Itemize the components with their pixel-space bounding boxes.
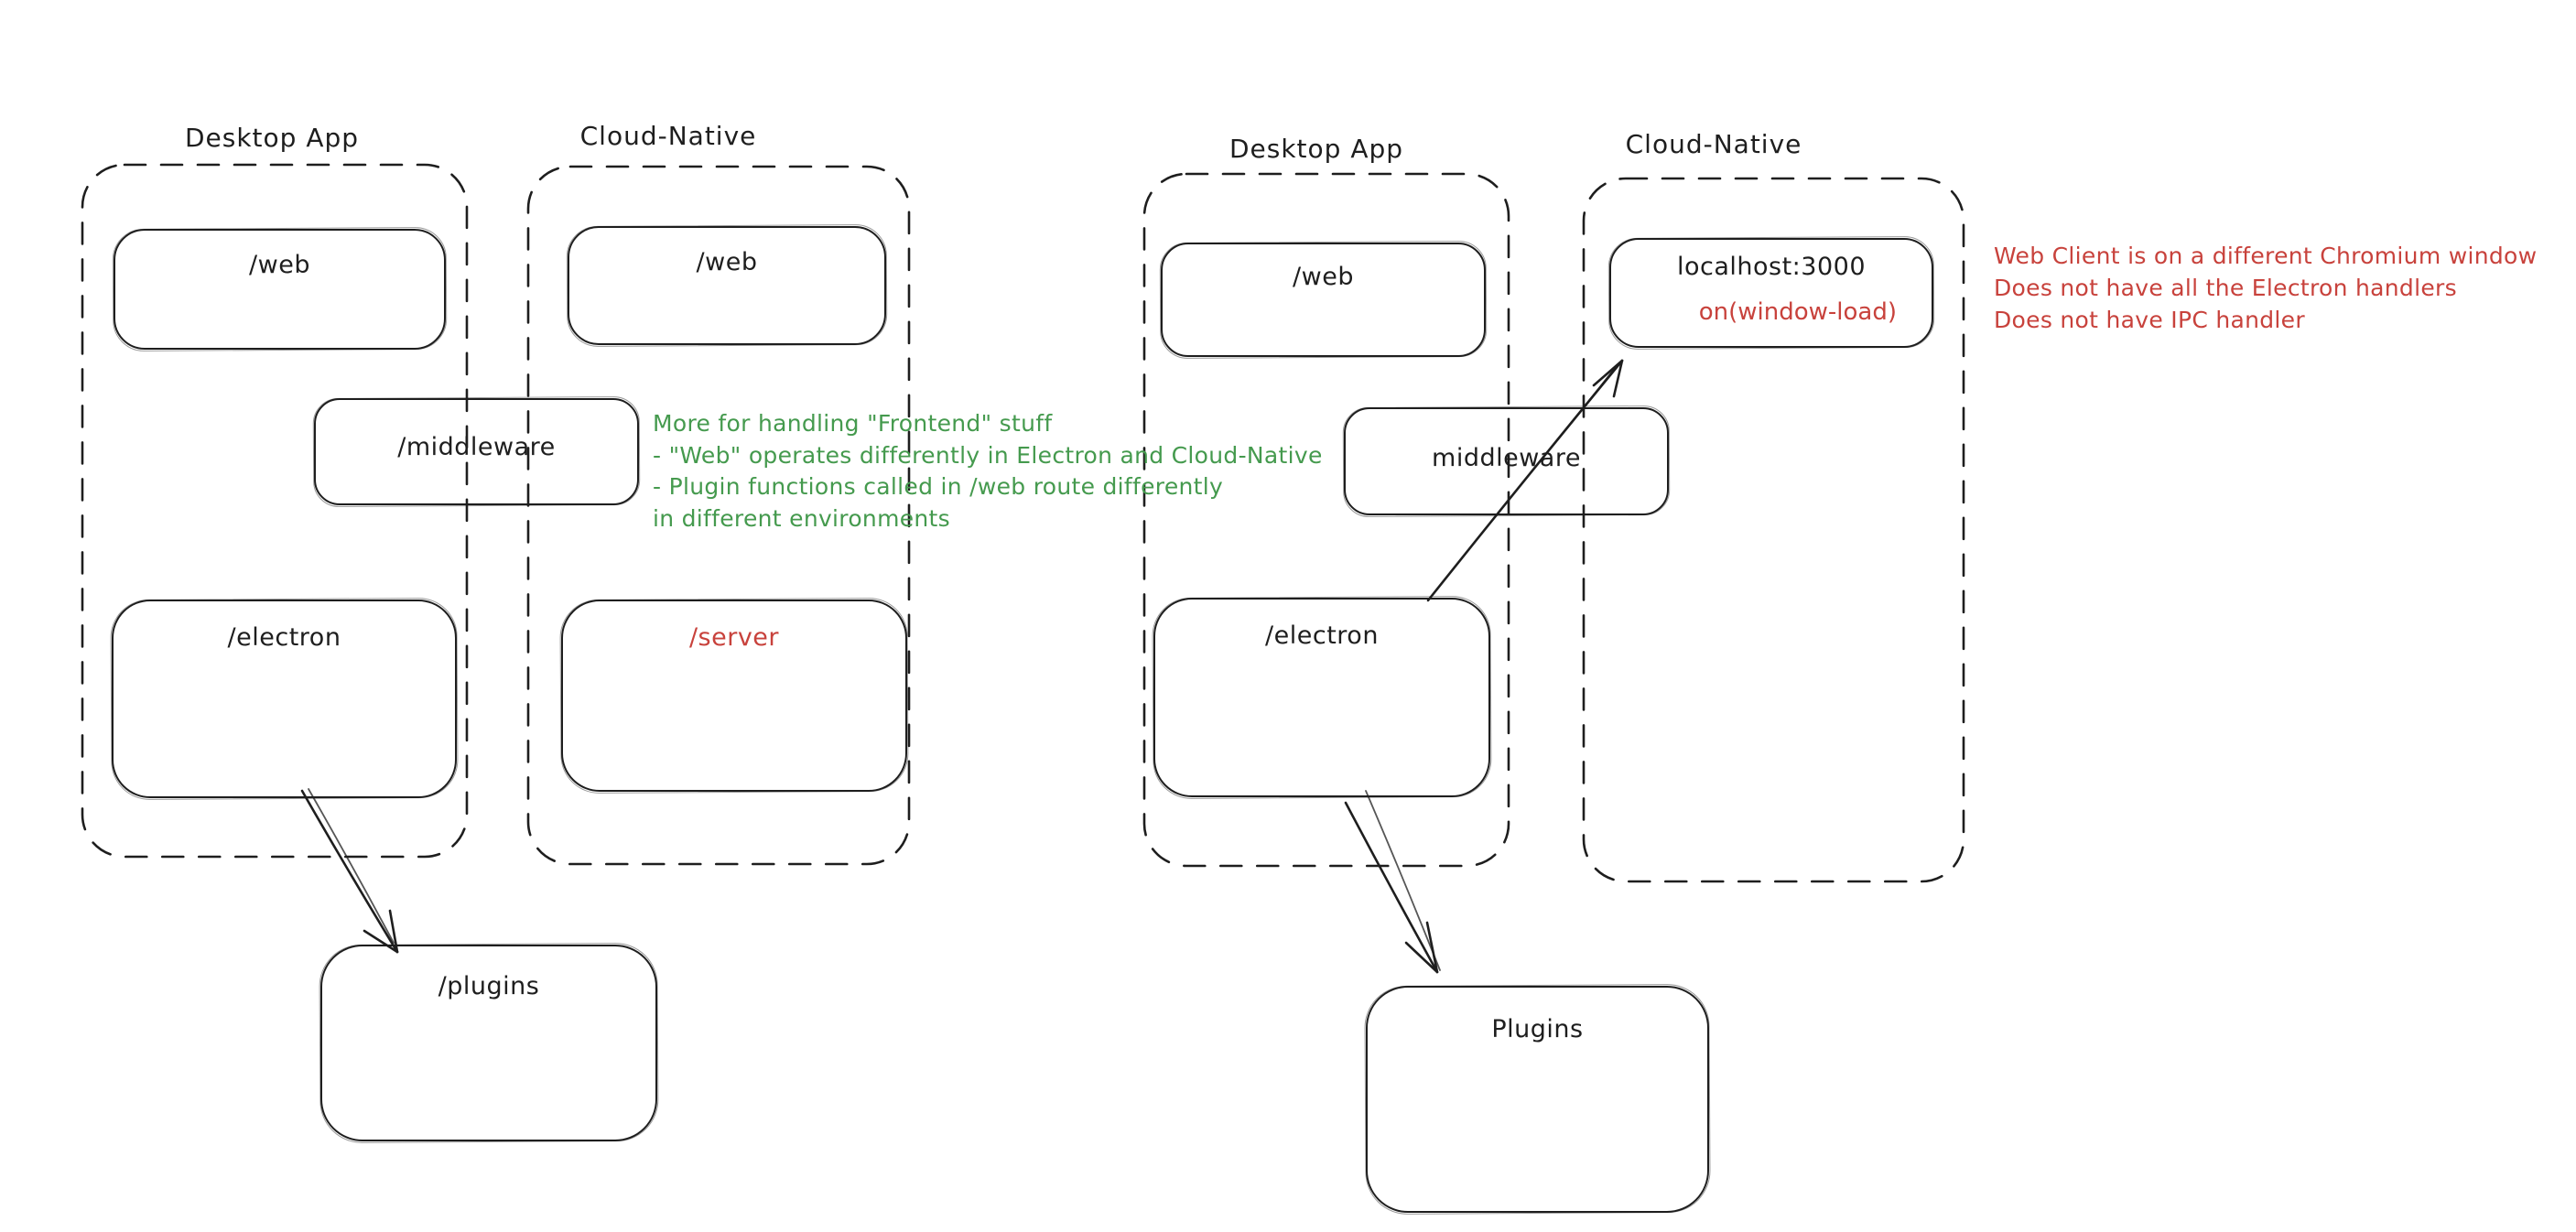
green-note-line: - Plugin functions called in /web route …	[653, 473, 1224, 500]
right-desktop-web-label: /web	[1293, 263, 1354, 291]
green-note-line: in different environments	[653, 504, 950, 532]
right-desktop-web-box: /web	[1161, 243, 1486, 357]
left-server-label: /server	[688, 623, 780, 652]
red-note-line: Does not have IPC handler	[1994, 307, 2305, 333]
right-cloud-native-title: Cloud-Native	[1625, 129, 1802, 159]
left-cloud-native-container	[526, 165, 911, 866]
left-cloud-web-box: /web	[568, 226, 886, 345]
right-middleware-box: middleware	[1344, 407, 1669, 515]
right-electron-to-plugins-arrow	[1344, 790, 1441, 974]
left-plugins-box: /plugins	[320, 945, 657, 1141]
green-note-line: - "Web" operates differently in Electron…	[653, 441, 1323, 469]
left-electron-to-plugins-arrow	[300, 788, 399, 954]
left-server-box: /server	[561, 600, 907, 792]
red-note-line: Web Client is on a different Chromium wi…	[1994, 243, 2538, 269]
right-localhost-box: localhost:3000 on(window-load)	[1609, 238, 1933, 348]
left-desktop-app-container	[81, 163, 469, 859]
right-plugins-label: Plugins	[1491, 1015, 1584, 1043]
left-desktop-web-label: /web	[249, 251, 310, 279]
left-middleware-label: /middleware	[397, 433, 556, 461]
right-desktop-app-title: Desktop App	[1228, 134, 1404, 164]
left-desktop-app-title: Desktop App	[184, 123, 360, 153]
right-localhost-label: localhost:3000	[1676, 253, 1866, 281]
left-electron-label: /electron	[227, 623, 341, 652]
green-note-line: More for handling "Frontend" stuff	[653, 410, 1053, 437]
right-electron-box: /electron	[1153, 598, 1490, 797]
left-electron-box: /electron	[112, 600, 457, 798]
red-annotation-note: Web Client is on a different Chromium wi…	[1994, 240, 2537, 336]
left-desktop-web-box: /web	[114, 229, 446, 350]
left-middleware-box: /middleware	[314, 398, 639, 505]
right-electron-label: /electron	[1265, 621, 1379, 650]
left-plugins-label: /plugins	[438, 972, 540, 1000]
right-plugins-box: Plugins	[1366, 986, 1709, 1213]
red-note-line: Does not have all the Electron handlers	[1994, 275, 2457, 301]
green-annotation-note: More for handling "Frontend" stuff - "We…	[653, 408, 1323, 535]
left-cloud-native-title: Cloud-Native	[579, 121, 757, 151]
left-cloud-web-label: /web	[696, 248, 758, 276]
right-on-window-load-label: on(window-load)	[1698, 298, 1897, 326]
right-middleware-label: middleware	[1432, 444, 1581, 472]
right-cloud-native-container	[1582, 177, 1965, 883]
